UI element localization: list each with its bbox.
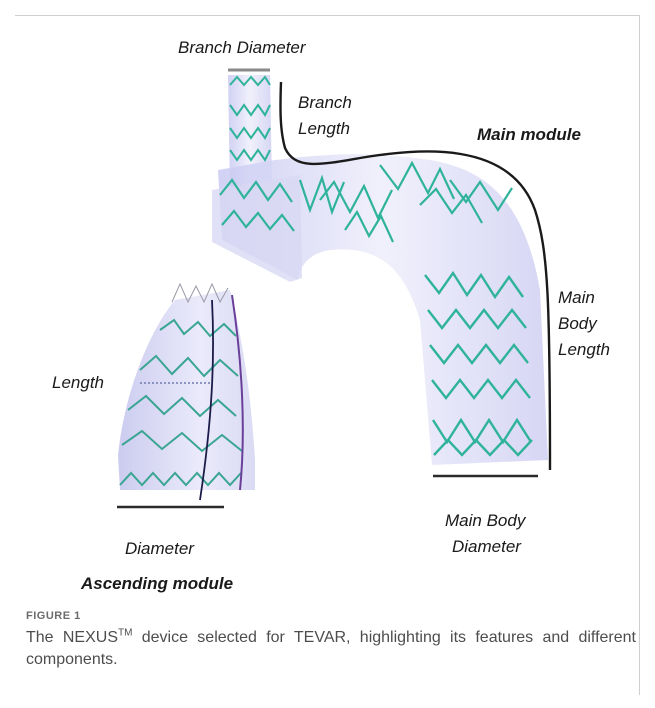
figure-label: FIGURE 1: [26, 610, 81, 622]
caption-text-before: The NEXUS: [26, 629, 118, 646]
label-branch-length-line2: Length: [298, 119, 350, 138]
label-length: Length: [52, 373, 104, 392]
caption-superscript: TM: [118, 628, 132, 639]
label-branch-length-line1: Branch: [298, 93, 352, 112]
label-diameter: Diameter: [125, 539, 195, 558]
label-main-body-length-line3: Length: [558, 340, 610, 359]
label-branch-diameter: Branch Diameter: [178, 38, 307, 57]
label-main-body-length-line1: Main: [558, 288, 595, 307]
label-main-body-length-line2: Body: [558, 314, 598, 333]
ascending-module-graft: [118, 284, 255, 500]
nexus-device-illustration: Branch Diameter Branch Length Main modul…: [0, 0, 655, 605]
label-main-body-diameter-line2: Diameter: [452, 537, 522, 556]
label-main-body-diameter-line1: Main Body: [445, 511, 527, 530]
figure-caption: The NEXUSTM device selected for TEVAR, h…: [26, 627, 636, 671]
label-main-module: Main module: [477, 125, 581, 144]
label-ascending-module: Ascending module: [80, 574, 233, 593]
